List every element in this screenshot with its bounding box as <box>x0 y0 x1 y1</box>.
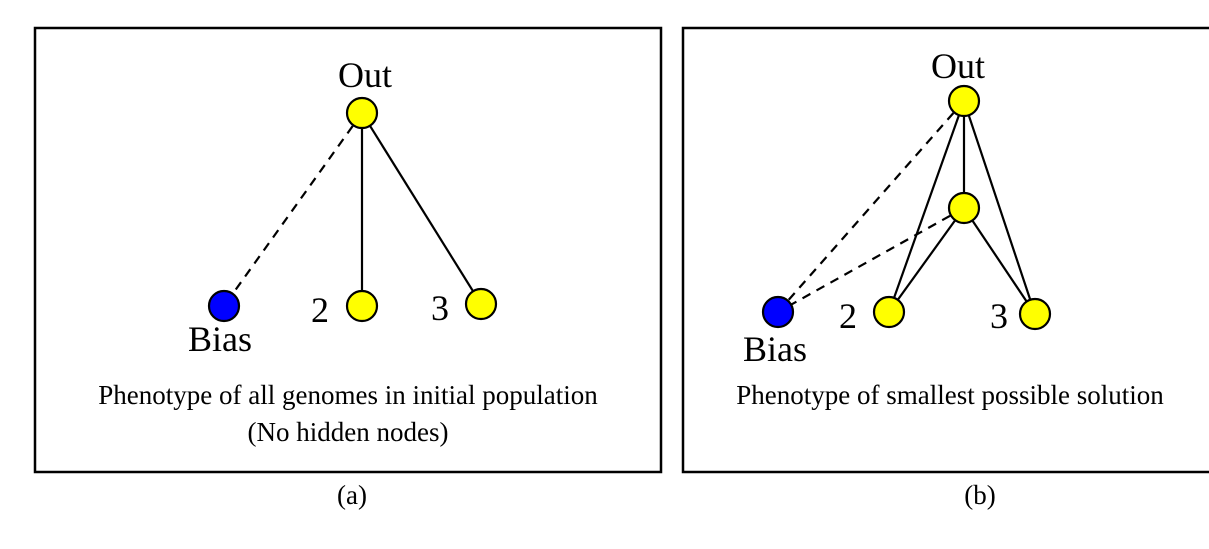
caption-a-line1: Phenotype of all genomes in initial popu… <box>98 380 598 410</box>
edge-b-input3-out <box>962 100 1037 315</box>
panel-a: Out Bias 2 3 Phenotype of all genomes in… <box>33 26 663 510</box>
node-b-bias <box>761 295 795 329</box>
node-a-input2 <box>345 289 379 323</box>
label-a-out: Out <box>338 55 392 95</box>
edge-b-bias-hidden <box>777 207 965 313</box>
edge-a-bias-out <box>223 112 363 307</box>
caption-a-line2: (No hidden nodes) <box>248 417 449 447</box>
edge-b-input3-hidden <box>963 207 1036 315</box>
node-b-input3 <box>1018 297 1052 331</box>
panel-b-frame <box>681 26 1209 474</box>
edge-b-input2-out <box>887 100 966 313</box>
node-a-out <box>345 96 379 130</box>
sublabel-a: (a) <box>337 480 367 510</box>
panel-a-frame <box>33 26 663 474</box>
label-b-bias: Bias <box>743 329 807 369</box>
node-b-input2 <box>872 295 906 329</box>
edge-b-input2-hidden <box>888 207 965 313</box>
label-b-out: Out <box>931 46 985 86</box>
node-b-hidden <box>947 191 981 225</box>
edge-b-bias-out <box>777 100 965 313</box>
label-b-input2: 2 <box>839 296 857 336</box>
node-a-bias <box>207 289 241 323</box>
node-b-out <box>947 84 981 118</box>
label-a-bias: Bias <box>188 319 252 359</box>
label-b-input3: 3 <box>990 296 1008 336</box>
caption-b-line1: Phenotype of smallest possible solution <box>736 380 1164 410</box>
node-a-input3 <box>464 287 498 321</box>
label-a-input2: 2 <box>311 290 329 330</box>
label-a-input3: 3 <box>431 288 449 328</box>
edge-a-input3-out <box>361 112 482 305</box>
sublabel-b: (b) <box>964 480 995 510</box>
panel-b: Out Bias 2 3 Phenotype of smallest possi… <box>681 26 1209 510</box>
